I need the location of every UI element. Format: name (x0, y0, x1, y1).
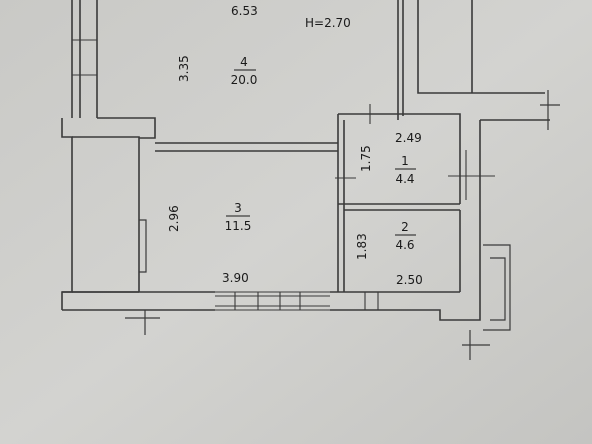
wall-room4-room3 (155, 142, 338, 152)
room3-width: 3.90 (222, 271, 249, 285)
room3-number: 3 (234, 201, 242, 215)
wall-left-column (61, 117, 156, 310)
wall-right-corridor (479, 119, 550, 292)
window-bottom-right (364, 292, 379, 310)
ceiling-height: H=2.70 (305, 16, 351, 30)
door-bottom-left (125, 310, 160, 335)
window-bottom (215, 291, 330, 311)
door-left-room3 (139, 219, 147, 273)
dim-top-width: 6.53 (231, 4, 258, 18)
room3-height: 2.96 (167, 205, 181, 232)
room1-area: 4.4 (395, 172, 414, 186)
dim-room4-height: 3.35 (177, 55, 191, 82)
wall-bathroom-outer (337, 113, 461, 292)
room2-number: 2 (401, 220, 409, 234)
door-right-top (540, 90, 560, 130)
room4-area: 20.0 (231, 73, 258, 87)
room2-area: 4.6 (395, 238, 414, 252)
room1-width: 2.49 (395, 131, 422, 145)
room2-height: 1.83 (355, 233, 369, 260)
room1-height: 1.75 (359, 145, 373, 172)
wall-left-upper (71, 0, 98, 118)
room3-area: 11.5 (225, 219, 252, 233)
wall-top-right (397, 0, 545, 120)
room4-number: 4 (240, 55, 248, 69)
door-bottom-right (462, 330, 490, 360)
door-room1 (335, 104, 495, 200)
wall-bottom (62, 291, 215, 311)
balcony-right (483, 244, 511, 331)
window-left-top (72, 39, 97, 76)
wall-bathroom-divider (338, 203, 460, 211)
room1-number: 1 (401, 154, 409, 168)
wall-bottom-right (330, 291, 481, 321)
room2-width: 2.50 (396, 273, 423, 287)
